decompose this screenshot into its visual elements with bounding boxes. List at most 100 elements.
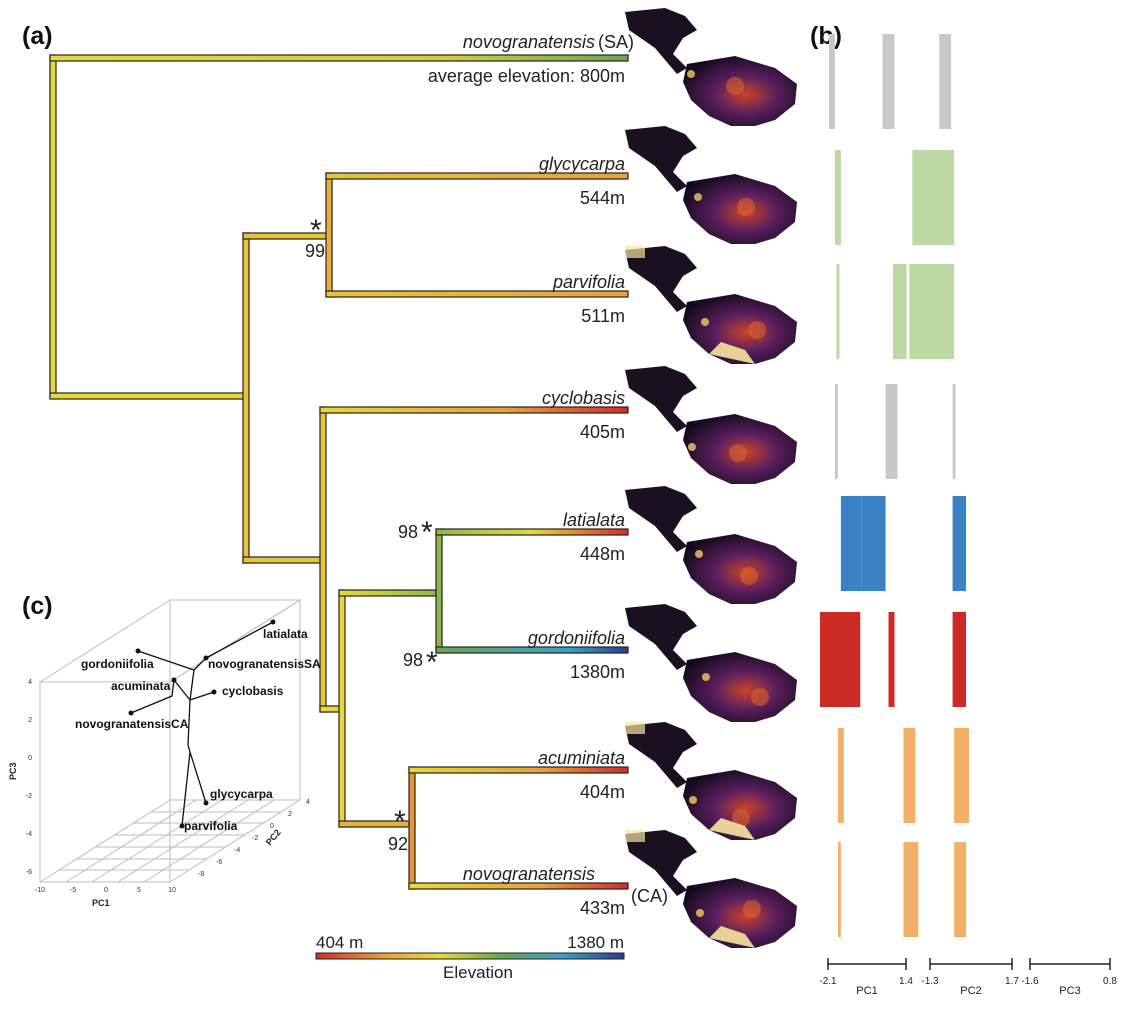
bar-pc1-4 xyxy=(840,496,862,591)
pca-label-cyclobasis: cyclobasis xyxy=(222,684,284,698)
bar-pc3-2 xyxy=(909,264,955,359)
pc-axis-name-2: PC3 xyxy=(1059,985,1080,997)
pc-axis-name-1: PC2 xyxy=(960,985,981,997)
tip-name-0: novogranatensis xyxy=(463,32,595,52)
pc-bars xyxy=(820,34,969,937)
bar-pc1-6 xyxy=(837,728,844,823)
pca-y-tick-4: -4 xyxy=(234,847,240,854)
pca-axis-y: PC2 xyxy=(264,827,283,847)
pca-z-tick-0: 4 xyxy=(28,679,32,686)
bar-pc3-5 xyxy=(952,612,967,707)
bar-pc2-7 xyxy=(903,842,919,937)
map-4 xyxy=(625,486,797,604)
pca-3d-plot: latialata gordoniifolia novogranatensisS… xyxy=(8,599,321,908)
support-star-1: * xyxy=(310,214,322,247)
pca-label-novogranatensisCA: novogranatensisCA xyxy=(75,717,189,731)
map-1 xyxy=(625,126,797,244)
support-star-2: * xyxy=(421,516,433,549)
pc-axis-min-0: -2.1 xyxy=(819,976,837,987)
legend-gradient xyxy=(315,952,625,960)
pca-label-novogranatensisSA: novogranatensisSA xyxy=(208,657,321,671)
pc-axis-name-0: PC1 xyxy=(856,985,877,997)
bar-pc3-6 xyxy=(954,728,969,823)
pc-axis-max-1: 1.7 xyxy=(1005,976,1019,987)
bar-pc1-2 xyxy=(836,264,840,359)
pca-label-latialata: latialata xyxy=(263,627,308,641)
pca-y-tick-2: 0 xyxy=(270,823,274,830)
tip-name-4: latialata xyxy=(563,510,625,530)
bar-pc2-5 xyxy=(888,612,895,707)
pca-label-acuminata: acuminata xyxy=(111,679,171,693)
bar-pc3-7 xyxy=(954,842,967,937)
elevation-legend: 404 m 1380 m Elevation xyxy=(315,933,625,982)
panel-label-b: (b) xyxy=(810,22,842,50)
tip-elevation-7: 433m xyxy=(580,898,625,918)
panel-label-c: (c) xyxy=(22,592,53,620)
tip-name-3: cyclobasis xyxy=(542,388,625,408)
bar-pc2-0 xyxy=(882,34,895,129)
support-star-4: * xyxy=(394,805,406,838)
pca-x-tick-1: -5 xyxy=(70,887,76,894)
bar-pc1-1 xyxy=(834,150,841,245)
tip-elevation-4: 448m xyxy=(580,544,625,564)
tip-name-7: novogranatensis xyxy=(463,864,595,884)
pca-z-tick-3: -2 xyxy=(26,793,32,800)
pc-axis-max-0: 1.4 xyxy=(899,976,913,987)
pca-axis-z: PC3 xyxy=(8,762,18,780)
pca-y-tick-0: 4 xyxy=(306,799,310,806)
panel-label-a: (a) xyxy=(22,22,53,50)
bar-pc2-4 xyxy=(861,496,886,591)
support-value-2: 98 xyxy=(398,522,418,542)
pc-axis-min-2: -1.6 xyxy=(1021,976,1039,987)
map-5 xyxy=(625,604,797,722)
map-6 xyxy=(625,722,797,840)
tip-labels: novogranatensis(SA)average elevation: 80… xyxy=(428,32,668,918)
map-3 xyxy=(625,366,797,484)
pca-axis-x: PC1 xyxy=(92,898,110,908)
pca-label-parvifolia: parvifolia xyxy=(184,819,238,833)
bar-pc3-1 xyxy=(912,150,955,245)
pca-x-tick-3: 5 xyxy=(137,887,141,894)
tip-name-2: parvifolia xyxy=(552,272,625,292)
pca-y-tick-1: 2 xyxy=(288,811,292,818)
tip-elevation-6: 404m xyxy=(580,782,625,802)
tip-elevation-1: 544m xyxy=(580,188,625,208)
pca-z-tick-4: -4 xyxy=(26,831,32,838)
bar-pc1-0 xyxy=(828,34,835,129)
pca-z-tick-5: -6 xyxy=(26,869,32,876)
pca-tree xyxy=(130,621,274,827)
map-7 xyxy=(625,830,797,948)
distribution-maps xyxy=(625,8,797,948)
tip-name-1: glycycarpa xyxy=(539,154,625,174)
pca-y-tick-5: -6 xyxy=(216,859,222,866)
pca-z-tick-1: 2 xyxy=(28,717,32,724)
pca-x-tick-0: -10 xyxy=(35,887,45,894)
bar-pc3-0 xyxy=(939,34,952,129)
pca-x-tick-2: 0 xyxy=(104,887,108,894)
bar-pc3-3 xyxy=(952,384,956,479)
tip-elevation-2: 511m xyxy=(581,306,625,326)
support-value-1: 99 xyxy=(305,241,325,261)
legend-min: 404 m xyxy=(316,933,363,952)
map-0 xyxy=(625,8,797,126)
pca-y-tick-3: -2 xyxy=(252,835,258,842)
bar-pc2-3 xyxy=(885,384,898,479)
pca-y-tick-6: -8 xyxy=(198,871,204,878)
legend-max: 1380 m xyxy=(567,933,624,952)
bar-pc1-7 xyxy=(837,842,841,937)
legend-title: Elevation xyxy=(443,963,513,982)
map-2 xyxy=(625,246,797,364)
tip-suffix-7: (CA) xyxy=(631,886,668,906)
pca-label-gordoniifolia: gordoniifolia xyxy=(81,657,154,671)
phylogeny-tree xyxy=(49,54,629,890)
pca-box xyxy=(38,599,302,883)
support-value-3: 98 xyxy=(403,650,423,670)
pca-z-tick-2: 0 xyxy=(28,755,32,762)
support-star-3: * xyxy=(426,646,438,679)
bar-pc1-3 xyxy=(834,384,838,479)
support-value-4: 92 xyxy=(388,834,408,854)
tip-elevation-5: 1380m xyxy=(570,662,625,682)
